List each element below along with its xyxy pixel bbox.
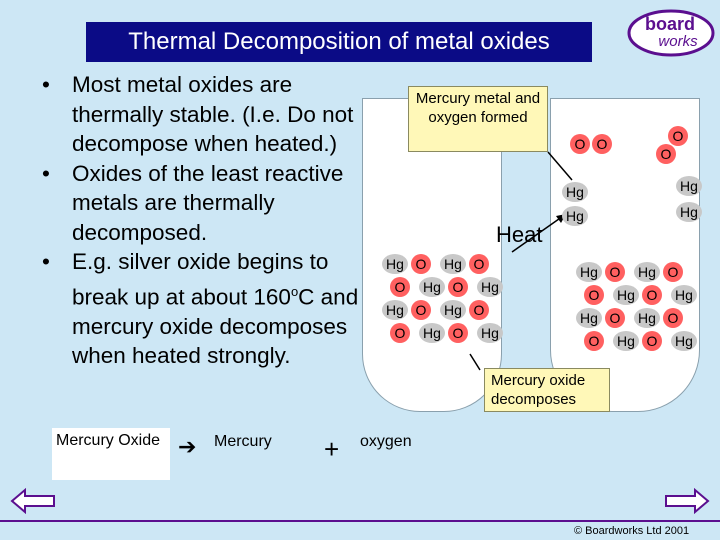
boardworks-logo: board works (627, 9, 715, 57)
forward-arrow-icon[interactable] (664, 488, 710, 514)
oxygen-atom: O (390, 323, 410, 343)
mercury-atom: Hg (676, 202, 702, 222)
oxygen-atom: O (592, 134, 612, 154)
oxygen-atom: O (411, 300, 431, 320)
oxygen-atom: O (663, 262, 683, 282)
copyright: © Boardworks Ltd 2001 (574, 525, 690, 537)
logo-text-works: works (658, 33, 698, 50)
mercury-atom: Hg (634, 262, 660, 282)
oxygen-atom: O (668, 126, 688, 146)
oxygen-atom: O (605, 308, 625, 328)
product-mercury: Mercury (214, 433, 272, 450)
mercury-atom: Hg (576, 308, 602, 328)
mercury-atom: Hg (382, 254, 408, 274)
oxygen-atom: O (584, 285, 604, 305)
mercury-atom: Hg (382, 300, 408, 320)
callout-mercury-oxide-decomposes: Mercury oxide decomposes (484, 368, 610, 412)
mercury-atom: Hg (477, 323, 503, 343)
oxygen-atom: O (663, 308, 683, 328)
oxygen-atom: O (642, 331, 662, 351)
oxygen-atom: O (448, 323, 468, 343)
mercury-atom: Hg (671, 285, 697, 305)
mercury-atom: Hg (562, 206, 588, 226)
right-arrow-icon: ➔ (178, 434, 197, 459)
oxygen-atom: O (469, 254, 489, 274)
mercury-atom: Hg (562, 182, 588, 202)
oxygen-atom: O (570, 134, 590, 154)
oxygen-atom: O (469, 300, 489, 320)
mercury-atom: Hg (419, 277, 445, 297)
slide-title: Thermal Decomposition of metal oxides (86, 22, 592, 62)
mercury-atom: Hg (477, 277, 503, 297)
product-oxygen: oxygen (360, 433, 412, 450)
callout-mercury-oxygen-formed: Mercury metal and oxygen formed (408, 86, 548, 152)
mercury-atom: Hg (613, 285, 639, 305)
bullet-3-text-b: C and mercury oxide decomposes when heat… (72, 284, 359, 368)
mercury-atom: Hg (576, 262, 602, 282)
mercury-atom: Hg (440, 254, 466, 274)
oxygen-atom: O (411, 254, 431, 274)
back-arrow-icon[interactable] (10, 488, 56, 514)
bullet-1: Most metal oxides are thermally stable. … (22, 70, 372, 159)
oxygen-atom: O (584, 331, 604, 351)
plus-sign: + (324, 434, 340, 464)
oxygen-atom: O (656, 144, 676, 164)
oxygen-atom: O (605, 262, 625, 282)
mercury-atom: Hg (419, 323, 445, 343)
oxygen-atom: O (642, 285, 662, 305)
mercury-atom: Hg (634, 308, 660, 328)
oxygen-atom: O (390, 277, 410, 297)
reactant-box: Mercury Oxide (52, 428, 170, 480)
footer-line (0, 520, 720, 522)
heat-label: Heat (496, 222, 543, 247)
mercury-atom: Hg (440, 300, 466, 320)
bullet-3: E.g. silver oxide begins to break up at … (22, 247, 372, 371)
bullet-2: Oxides of the least reactive metals are … (22, 159, 372, 248)
bullet-list: Most metal oxides are thermally stable. … (22, 70, 372, 371)
logo-text-board: board (645, 14, 695, 34)
mercury-atom: Hg (613, 331, 639, 351)
bullet-3-text-a: E.g. silver oxide begins to break up at … (72, 249, 329, 309)
degree-sup: o (290, 283, 299, 299)
mercury-atom: Hg (676, 176, 702, 196)
mercury-atom: Hg (671, 331, 697, 351)
oxygen-atom: O (448, 277, 468, 297)
